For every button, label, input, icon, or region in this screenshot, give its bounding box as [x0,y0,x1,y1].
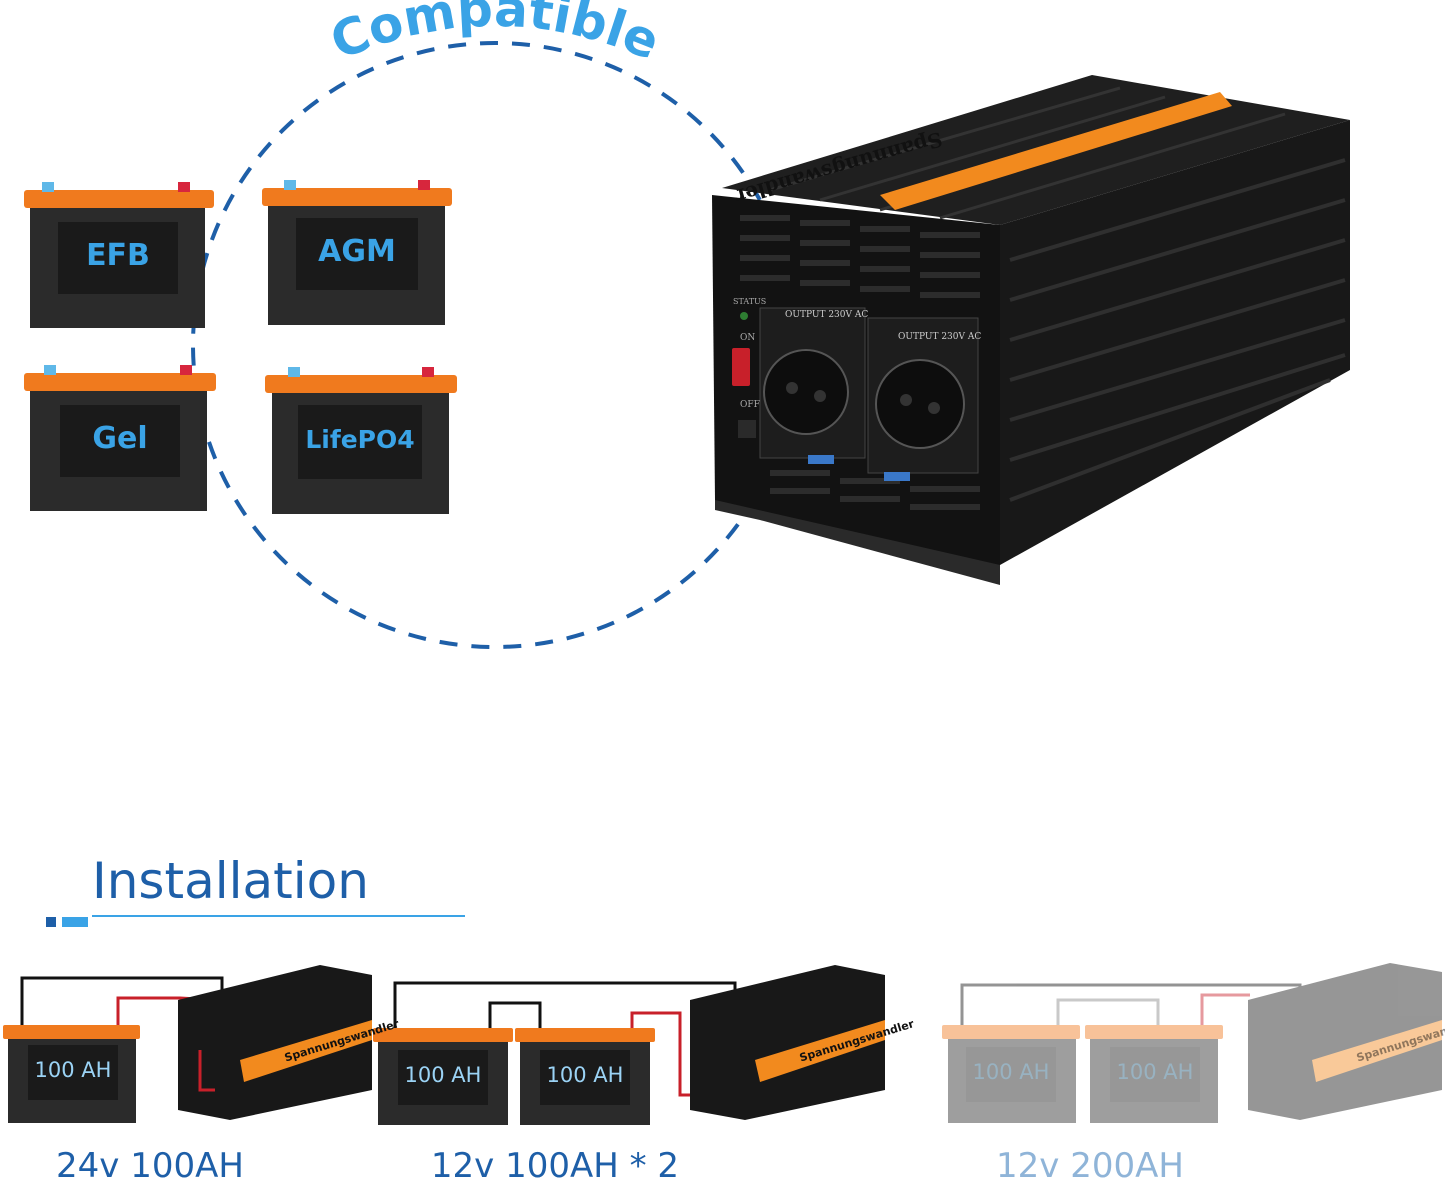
install-2-caption: 12v 100AH * 2 [430,1146,680,1186]
inverter-graphic [712,75,1350,585]
install-2-battery-2-label: 100 AH [546,1063,624,1087]
compatible-title: Compatible [323,0,668,71]
install-3-caption: 12v 200AH [996,1146,1184,1186]
battery-label-gel: Gel [92,421,148,456]
install-3-battery-2-label: 100 AH [1116,1060,1194,1084]
install-3-battery-1-label: 100 AH [972,1060,1050,1084]
install-config-2-graphic [373,965,885,1125]
inverter-output-label-1: OUTPUT 230V AC [785,310,869,320]
svg-text:Compatible: Compatible [323,0,668,71]
inverter-status-label: STATUS [733,297,767,306]
install-2-battery-1-label: 100 AH [404,1063,482,1087]
battery-label-efb: EFB [86,238,150,273]
compatible-title-svg: Compatible [323,0,668,71]
battery-gel-graphic [24,365,216,511]
inverter-on-label: ON [740,333,756,343]
inverter-output-label-2: OUTPUT 230V AC [898,332,982,342]
install-config-1-graphic [3,965,372,1123]
battery-label-agm: AGM [318,234,396,269]
battery-lifepo4-graphic [265,367,457,514]
install-1-caption: 24v 100AH [56,1146,244,1186]
inverter-off-label: OFF [740,400,760,410]
battery-agm-graphic [262,180,452,325]
install-config-3-graphic [942,963,1442,1123]
installation-title: Installation [92,852,369,910]
battery-efb-graphic [24,182,214,328]
install-1-battery-label: 100 AH [34,1058,112,1082]
battery-label-lifepo4: LifePO4 [305,425,415,454]
installation-underline [46,915,465,927]
